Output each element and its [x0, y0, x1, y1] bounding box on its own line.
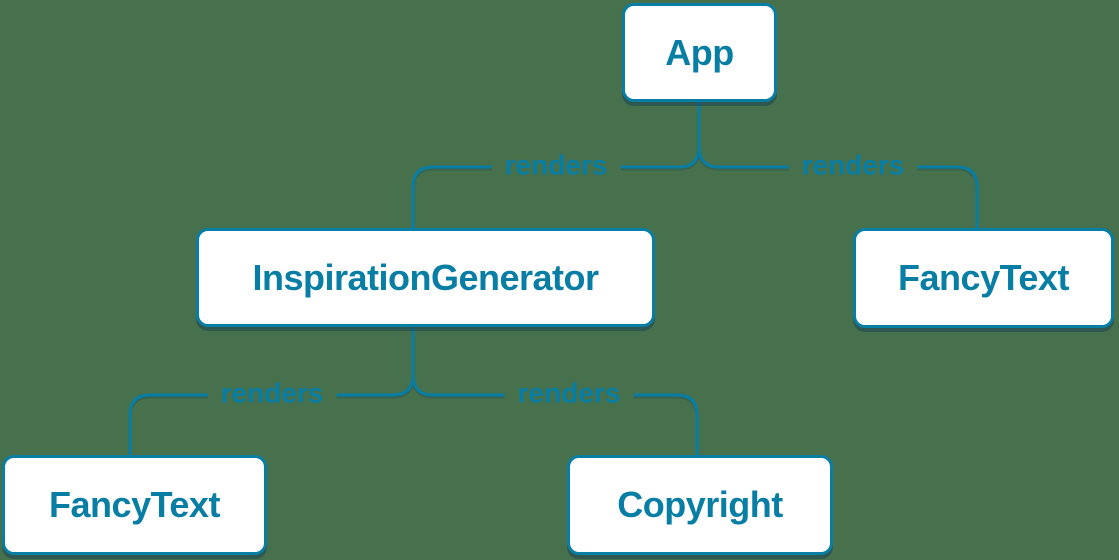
node-fancy-text-bottom-label: FancyText: [49, 484, 220, 525]
edge-label-app-inspirationgenerator: renders: [491, 148, 621, 184]
node-copyright-label: Copyright: [617, 484, 783, 525]
node-fancy-text-top: FancyText: [853, 228, 1114, 328]
node-fancy-text-bottom: FancyText: [2, 455, 267, 555]
node-copyright: Copyright: [567, 455, 833, 555]
node-app-label: App: [665, 31, 734, 73]
node-fancy-text-top-label: FancyText: [898, 257, 1069, 298]
node-inspiration-generator-label: InspirationGenerator: [252, 256, 599, 298]
edge-label-inspirationgenerator-copyright: renders: [504, 376, 634, 412]
node-app: App: [622, 3, 777, 102]
node-inspiration-generator: InspirationGenerator: [196, 228, 655, 327]
edge-label-inspirationgenerator-fancytext: renders: [207, 376, 337, 412]
edge-label-app-fancytext: renders: [788, 148, 918, 184]
